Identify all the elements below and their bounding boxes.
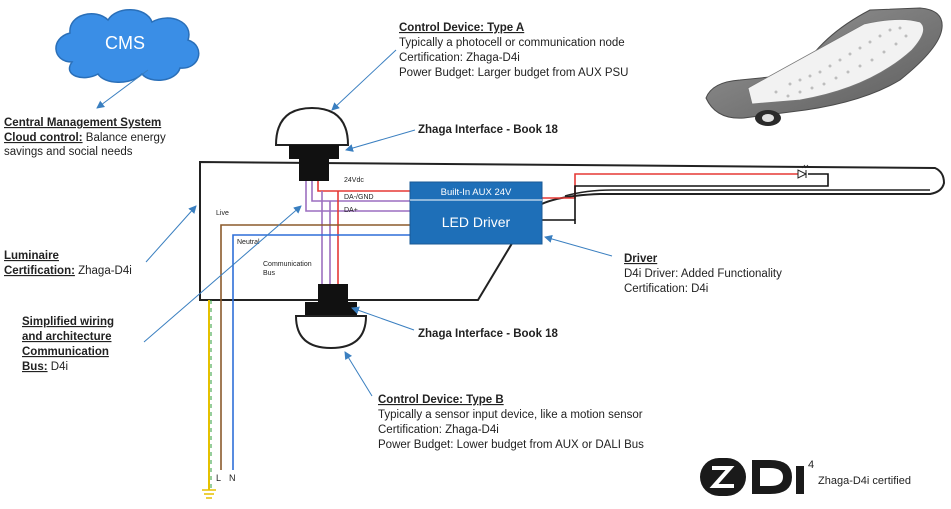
logo-superscript: 4 <box>808 459 814 471</box>
luminaire-title: Luminaire <box>4 250 59 262</box>
wire-label-neutral: Neutral <box>237 239 260 246</box>
lamp-sensor-lens <box>762 114 774 122</box>
wire-label-live: Live <box>216 210 229 217</box>
simplified-bus-bold: Bus: <box>22 361 48 373</box>
zhaga-d4i-logo: 4 Zhaga-D4i certified <box>700 458 911 496</box>
wire-label-da-gnd: DA-/GND <box>344 194 374 201</box>
wire-da-gnd <box>311 181 410 202</box>
control-a-socket <box>289 145 339 159</box>
lamp-led-panel <box>747 19 924 105</box>
driver-annotation: Driver D4i Driver: Added Functionality C… <box>544 235 782 295</box>
simplified-arrow <box>143 205 302 343</box>
wire-label-comm-bus-1: Communication <box>263 261 312 268</box>
control-b-plug <box>318 284 348 304</box>
control-a-line: Power Budget: Larger budget from AUX PSU <box>399 67 628 79</box>
interface-top-annotation: Zhaga Interface - Book 18 <box>345 124 559 152</box>
wire-24vdc <box>317 181 410 192</box>
interface-bottom-arrow <box>351 306 415 331</box>
cloud-shape <box>55 9 200 83</box>
interface-bottom-label: Zhaga Interface - Book 18 <box>418 328 559 340</box>
simplified-wiring-annotation: Simplified wiring and architecture Commu… <box>22 205 302 373</box>
control-b-line: Power Budget: Lower budget from AUX or D… <box>378 439 644 451</box>
control-a-plug <box>299 159 329 181</box>
wire-label-da-plus: DA+ <box>344 207 358 214</box>
interface-top-arrow <box>345 129 416 152</box>
driver-title: Driver <box>624 253 658 265</box>
luminaire-cert-rest: Zhaga-D4i <box>75 265 132 277</box>
interface-bottom-annotation: Zhaga Interface - Book 18 <box>351 306 559 340</box>
simplified-bus-rest: D4i <box>48 361 68 373</box>
control-b-arrow <box>344 351 373 397</box>
cms-title: Central Management System <box>4 117 161 129</box>
wire-neutral <box>232 234 410 300</box>
lamp-led-dots <box>774 26 908 98</box>
wire-led-negative <box>574 173 829 220</box>
control-b-annotation: Control Device: Type B Typically a senso… <box>344 351 644 451</box>
cms-line1: Cloud control: Balance energy <box>4 132 166 144</box>
wire-label-comm-bus-2: Bus <box>263 270 276 277</box>
wire-label-n: N <box>229 473 236 483</box>
cms-line2: savings and social needs <box>4 146 133 158</box>
logo-z-stroke <box>709 466 735 488</box>
wire-label-l: L <box>216 473 221 483</box>
cloud-label: CMS <box>105 33 145 53</box>
cms-annotation: Central Management System Cloud control:… <box>4 69 166 158</box>
control-b-line: Certification: Zhaga-D4i <box>378 424 499 436</box>
control-a-annotation: Control Device: Type A Typically a photo… <box>331 22 628 111</box>
cms-cloud: CMS <box>55 9 200 83</box>
control-a-arrow <box>331 49 397 111</box>
wire-label-24vdc: 24Vdc <box>344 177 364 184</box>
driver-arrow <box>544 235 613 257</box>
logo-d-inner <box>760 468 783 486</box>
cms-line1-bold: Cloud control: <box>4 132 83 144</box>
driver-line: D4i Driver: Added Functionality <box>624 268 782 280</box>
luminaire-arrow <box>145 205 197 263</box>
control-b-title: Control Device: Type B <box>378 394 504 406</box>
control-device-b <box>294 284 368 350</box>
earth-ground-icon <box>202 489 216 499</box>
luminaire-cert: Certification: Zhaga-D4i <box>4 265 132 277</box>
wiring <box>208 173 829 490</box>
housing-head-line <box>564 189 930 197</box>
wire-da-plus <box>305 181 410 212</box>
logo-i-mark <box>796 466 804 494</box>
control-b-socket <box>305 302 357 316</box>
wire-led-negative-a <box>542 219 576 224</box>
simplified-line: Simplified wiring <box>22 316 114 328</box>
control-a-title: Control Device: Type A <box>399 22 524 34</box>
luminaire-annotation: Luminaire Certification: Zhaga-D4i <box>4 205 197 277</box>
driver-led-label: LED Driver <box>442 214 511 230</box>
simplified-line: Communication <box>22 346 109 358</box>
luminaire-cert-bold: Certification: <box>4 265 75 277</box>
control-a-dome <box>274 106 350 146</box>
interface-top-label: Zhaga Interface - Book 18 <box>418 124 559 136</box>
control-device-a <box>274 106 350 181</box>
driver-line: Certification: D4i <box>624 283 708 295</box>
control-b-line: Typically a sensor input device, like a … <box>378 409 643 421</box>
cms-arrow <box>96 69 149 109</box>
logo-text: Zhaga-D4i certified <box>818 475 911 487</box>
led-diode-icon <box>797 164 809 179</box>
control-a-line: Certification: Zhaga-D4i <box>399 52 520 64</box>
cms-line1-rest: Balance energy <box>83 132 166 144</box>
street-lamp-image <box>705 7 943 126</box>
led-driver-box: Built-In AUX 24V LED Driver <box>409 181 543 245</box>
control-b-dome <box>294 315 368 350</box>
driver-body <box>409 181 543 245</box>
simplified-bus: Bus: D4i <box>22 361 68 373</box>
driver-aux-label: Built-In AUX 24V <box>441 187 512 198</box>
simplified-line: and architecture <box>22 331 111 343</box>
control-a-line: Typically a photocell or communication n… <box>399 37 625 49</box>
